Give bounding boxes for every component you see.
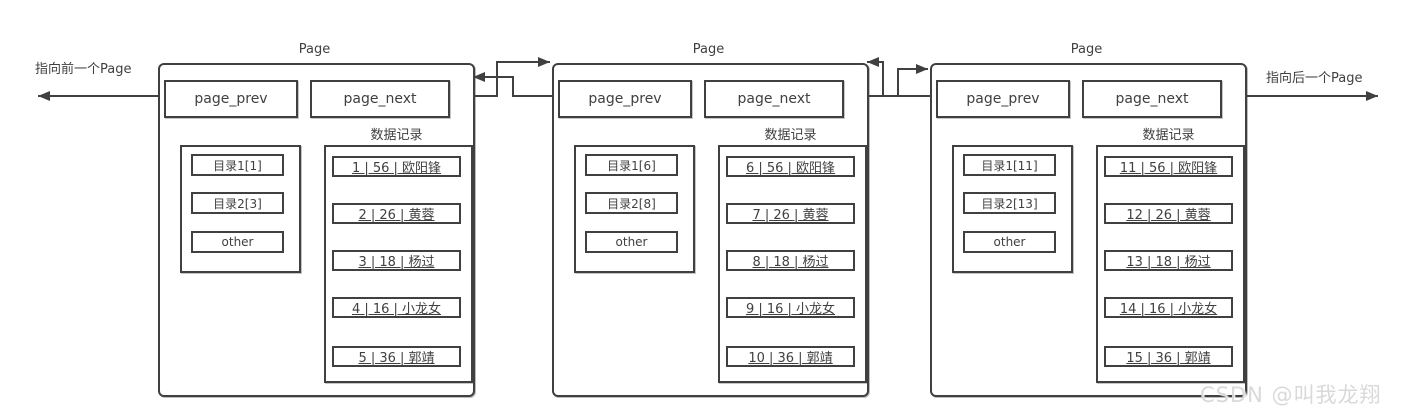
directory-slot: 目录2[13] (963, 192, 1056, 214)
page-title: Page (298, 42, 331, 57)
records-box: 11 | 56 | 欧阳锋 12 | 26 | 黄蓉 13 | 18 | 杨过 … (1096, 145, 1245, 383)
directory-box: 目录1[11] 目录2[13] other (952, 145, 1073, 273)
page-prev-box: page_prev (936, 80, 1070, 118)
page-title: Page (1070, 42, 1103, 57)
records-title: 数据记录 (1142, 128, 1195, 143)
record-text: 3 | 18 | 杨过 (358, 255, 435, 270)
record-row: 5 | 36 | 郭靖 (332, 346, 461, 367)
record-row: 11 | 56 | 欧阳锋 (1104, 156, 1233, 177)
page-next-box: page_next (704, 80, 844, 118)
page-next-box: page_next (310, 80, 450, 118)
page-title: Page (692, 42, 725, 57)
records-title: 数据记录 (370, 128, 423, 143)
record-text: 8 | 18 | 杨过 (752, 255, 829, 270)
record-text: 7 | 26 | 黄蓉 (752, 208, 829, 223)
directory-slot: 目录1[1] (191, 154, 284, 176)
record-text: 6 | 56 | 欧阳锋 (745, 161, 836, 176)
record-row: 10 | 36 | 郭靖 (726, 346, 855, 367)
directory-slot: other (191, 231, 284, 253)
record-text: 15 | 36 | 郭靖 (1126, 351, 1211, 366)
record-row: 2 | 26 | 黄蓉 (332, 203, 461, 224)
page-node-1: page_prev page_next 数据记录 目录1[1] 目录2[3] o… (158, 63, 475, 397)
page-prev-box: page_prev (164, 80, 298, 118)
page-prev-box: page_prev (558, 80, 692, 118)
page-next-box: page_next (1082, 80, 1222, 118)
record-text: 2 | 26 | 黄蓉 (358, 208, 435, 223)
page-node-3: page_prev page_next 数据记录 目录1[11] 目录2[13]… (930, 63, 1247, 397)
records-box: 6 | 56 | 欧阳锋 7 | 26 | 黄蓉 8 | 18 | 杨过 9 |… (718, 145, 867, 383)
record-text: 14 | 16 | 小龙女 (1119, 302, 1218, 317)
directory-slot: 目录2[3] (191, 192, 284, 214)
arrow-page2-prev-icon (473, 72, 556, 97)
prev-pointer-label: 指向前一个Page (35, 62, 132, 77)
record-text: 9 | 16 | 小龙女 (745, 302, 836, 317)
record-text: 10 | 36 | 郭靖 (748, 351, 833, 366)
record-row: 8 | 18 | 杨过 (726, 250, 855, 271)
directory-box: 目录1[6] 目录2[8] other (574, 145, 695, 273)
next-pointer-label: 指向后一个Page (1266, 71, 1363, 86)
directory-box: 目录1[1] 目录2[3] other (180, 145, 301, 273)
directory-slot: other (585, 231, 678, 253)
records-box: 1 | 56 | 欧阳锋 2 | 26 | 黄蓉 3 | 18 | 杨过 4 |… (324, 145, 473, 383)
record-text: 13 | 18 | 杨过 (1126, 255, 1211, 270)
record-text: 12 | 26 | 黄蓉 (1126, 208, 1211, 223)
record-text: 1 | 56 | 欧阳锋 (351, 161, 442, 176)
record-row: 6 | 56 | 欧阳锋 (726, 156, 855, 177)
record-text: 11 | 56 | 欧阳锋 (1119, 161, 1218, 176)
record-row: 4 | 16 | 小龙女 (332, 297, 461, 318)
record-row: 14 | 16 | 小龙女 (1104, 297, 1233, 318)
directory-slot: other (963, 231, 1056, 253)
record-text: 4 | 16 | 小龙女 (351, 302, 442, 317)
arrow-page3-prev-icon (867, 57, 934, 97)
record-text: 5 | 36 | 郭靖 (358, 351, 435, 366)
record-row: 15 | 36 | 郭靖 (1104, 346, 1233, 367)
record-row: 13 | 18 | 杨过 (1104, 250, 1233, 271)
record-row: 3 | 18 | 杨过 (332, 250, 461, 271)
record-row: 1 | 56 | 欧阳锋 (332, 156, 461, 177)
record-row: 12 | 26 | 黄蓉 (1104, 203, 1233, 224)
record-row: 7 | 26 | 黄蓉 (726, 203, 855, 224)
records-title: 数据记录 (764, 128, 817, 143)
directory-slot: 目录2[8] (585, 192, 678, 214)
directory-slot: 目录1[11] (963, 154, 1056, 176)
directory-slot: 目录1[6] (585, 154, 678, 176)
csdn-watermark: CSDN @叫我龙翔 (1200, 383, 1382, 407)
page-node-2: page_prev page_next 数据记录 目录1[6] 目录2[8] o… (552, 63, 869, 397)
record-row: 9 | 16 | 小龙女 (726, 297, 855, 318)
